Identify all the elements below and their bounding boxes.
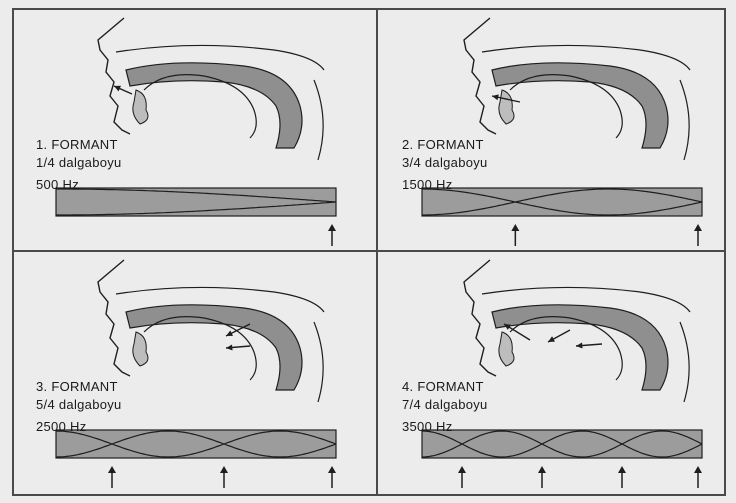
throat-outline [314,322,323,402]
arrow-head [220,466,228,473]
face-profile [464,18,496,134]
teeth-shape [133,90,148,124]
arrow-head [618,466,626,473]
formant-label-block: 4. FORMANT 7/4 dalgaboyu 3500 Hz [402,378,488,436]
teeth-shape [499,90,514,124]
arrow-head [576,342,583,348]
face-profile [464,260,496,376]
formant-frequency: 3500 Hz [402,418,488,436]
formant-wavelength: 1/4 dalgaboyu [36,154,122,172]
arrow-head [492,94,499,100]
arrow-head [226,344,233,350]
formant-label-block: 1. FORMANT 1/4 dalgaboyu 500 Hz [36,136,122,194]
vocal-tract-drawing [380,252,736,492]
formant-frequency: 500 Hz [36,176,122,194]
arrow-head [458,466,466,473]
vocal-tract-drawing [14,252,376,492]
vocal-tract-shape [492,63,668,148]
panel-formant-4: 4. FORMANT 7/4 dalgaboyu 3500 Hz [380,252,736,492]
formant-title: 2. FORMANT [402,136,488,154]
panel-formant-3: 3. FORMANT 5/4 dalgaboyu 2500 Hz [14,252,376,492]
face-profile [98,18,130,134]
throat-outline [314,80,323,160]
vocal-tract-shape [126,63,302,148]
arrow-head [511,224,519,231]
arrow-head [328,224,336,231]
formant-title: 4. FORMANT [402,378,488,396]
formant-wavelength: 7/4 dalgaboyu [402,396,488,414]
arrow-head [328,466,336,473]
arrow-head [694,466,702,473]
formant-wavelength: 3/4 dalgaboyu [402,154,488,172]
panel-formant-1: 1. FORMANT 1/4 dalgaboyu 500 Hz [14,10,376,250]
arrow-head [694,224,702,231]
arrow-head [538,466,546,473]
face-profile [98,260,130,376]
formant-title: 3. FORMANT [36,378,122,396]
throat-outline [680,322,689,402]
arrow-head [108,466,116,473]
formant-label-block: 3. FORMANT 5/4 dalgaboyu 2500 Hz [36,378,122,436]
teeth-shape [499,332,514,366]
formant-title: 1. FORMANT [36,136,122,154]
vertical-divider [376,8,378,496]
formant-frequency: 2500 Hz [36,418,122,436]
throat-outline [680,80,689,160]
formant-label-block: 2. FORMANT 3/4 dalgaboyu 1500 Hz [402,136,488,194]
panel-formant-2: 2. FORMANT 3/4 dalgaboyu 1500 Hz [380,10,736,250]
formant-wavelength: 5/4 dalgaboyu [36,396,122,414]
vocal-tract-drawing [14,10,376,250]
teeth-shape [133,332,148,366]
vocal-tract-shape [126,305,302,390]
vocal-tract-drawing [380,10,736,250]
formant-frequency: 1500 Hz [402,176,488,194]
